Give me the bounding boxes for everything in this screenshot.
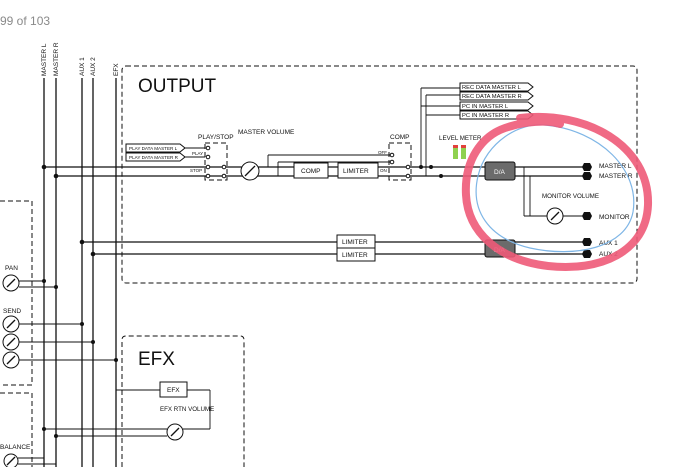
bus-label-aux1: AUX 1 (79, 57, 86, 76)
limiter-box-label: LIMITER (343, 168, 369, 175)
master-volume-label: MASTER VOLUME (238, 129, 295, 136)
bus-label-master-l: MASTER L (41, 43, 48, 76)
out-master-l-label: MASTER L (599, 163, 632, 170)
play-data-inputs (125, 143, 186, 162)
off-label: OFF (378, 150, 387, 155)
out-aux2-label: AUX 2 (599, 251, 618, 258)
left-panel-frame-top (0, 200, 33, 386)
aux-limiter-1-label: LIMITER (342, 239, 368, 246)
rec-data-master-r-label: REC DATA MASTER R (462, 94, 522, 100)
out-aux1-label: AUX 1 (599, 240, 618, 247)
efx-box-label: EFX (167, 387, 180, 394)
output-jacks (582, 163, 592, 258)
play-data-master-r-label: PLAY DATA MASTER R (129, 155, 179, 160)
play-stop-label: PLAY/STOP (198, 134, 234, 141)
on-label: ON (380, 168, 387, 173)
stop-label: STOP (190, 168, 202, 173)
annotation-circle (461, 112, 653, 271)
output-title: OUTPUT (138, 76, 217, 97)
aux-limiter-2 (336, 247, 376, 262)
pc-in-master-l-label: PC IN MASTER L (462, 104, 509, 110)
level-meter-icon (453, 145, 466, 159)
comp-box (293, 162, 329, 179)
limiter-box (337, 162, 379, 179)
play-label: PLAY (192, 151, 203, 156)
comp-switch (388, 142, 412, 181)
efx-rtn-volume-label: EFX RTN VOLUME (160, 406, 214, 413)
vertical-buses (43, 78, 117, 467)
bus-label-efx: EFX (113, 63, 120, 76)
play-stop-switch (204, 142, 228, 181)
play-data-master-l-label: PLAY DATA MASTER L (129, 146, 178, 151)
efx-box (159, 381, 188, 398)
out-master-r-label: MASTER R (599, 173, 633, 180)
left-panel-frame-bottom (0, 392, 33, 467)
page-counter: 99 of 103 (0, 14, 51, 28)
pc-in-master-r-label: PC IN MASTER R (462, 113, 509, 119)
bus-label-aux2: AUX 2 (90, 57, 97, 76)
da-master-label: D/A (494, 169, 506, 176)
output-block-frame (121, 65, 638, 284)
efx-block-frame (121, 335, 245, 467)
rec-data-master-l-label: REC DATA MASTER L (462, 85, 522, 91)
send-label: SEND (3, 308, 21, 315)
comp-switch-label: COMP (390, 134, 410, 141)
out-monitor-label: MONITOR (599, 214, 630, 221)
balance-label: BALANCE (0, 444, 31, 451)
rec-pc-outputs (420, 82, 534, 176)
aux-limiter-2-label: LIMITER (342, 252, 368, 259)
bus-label-master-r: MASTER R (53, 42, 60, 76)
monitor-volume-label-1: MONITOR VOLUME (542, 193, 599, 200)
pan-label: PAN (5, 265, 18, 272)
da-converter-master (484, 161, 516, 181)
comp-box-label: COMP (301, 168, 321, 175)
efx-title: EFX (138, 349, 175, 370)
annotation-circle-thin (475, 124, 635, 253)
level-meter-label: LEVEL METER (439, 135, 482, 142)
